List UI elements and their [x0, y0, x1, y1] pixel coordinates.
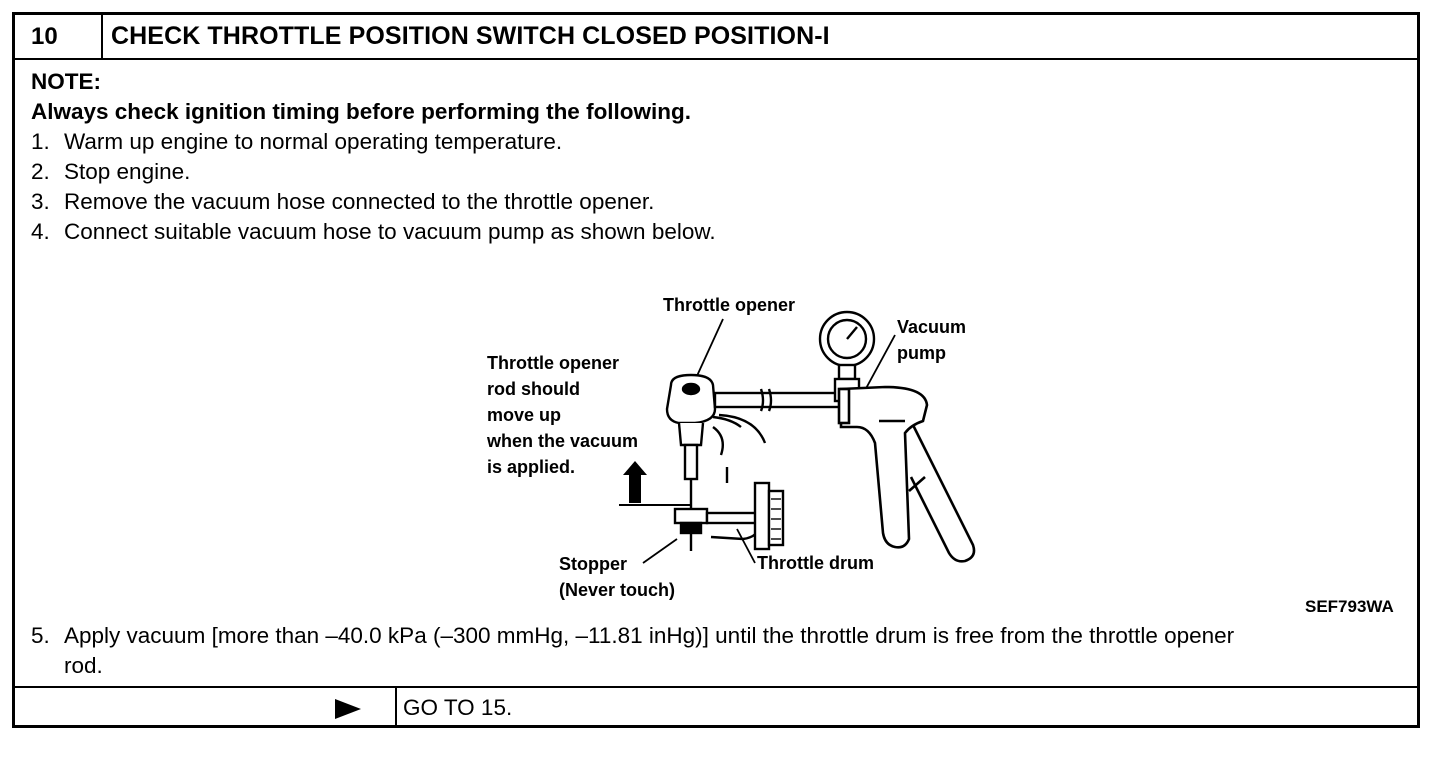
list-item-text: Connect suitable vacuum hose to vacuum p… [64, 219, 716, 244]
vacuum-hose [713, 388, 843, 412]
step-title: CHECK THROTTLE POSITION SWITCH CLOSED PO… [111, 22, 830, 50]
list-item-text: Remove the vacuum hose connected to the … [64, 189, 655, 214]
throttle-opener-diagram: Throttle opener Vacuum pump Throttle ope… [486, 295, 976, 600]
label-stopper: (Never touch) [559, 580, 675, 600]
note-label: NOTE: [31, 69, 101, 94]
label-rod-note: Throttle opener [487, 353, 619, 373]
label-rod-note: rod should [487, 379, 580, 399]
label-rod-note: is applied. [487, 457, 575, 477]
figure-reference-code: SEF793WA [1305, 597, 1394, 616]
list-item-number: 3. [31, 189, 50, 214]
list-item-continuation: rod. [64, 653, 103, 678]
step-header: 10 CHECK THROTTLE POSITION SWITCH CLOSED… [15, 15, 1417, 60]
list-item: 1. Warm up engine to normal operating tem… [31, 127, 562, 157]
throttle-drum-icon [673, 481, 785, 551]
list-item-text: Warm up engine to normal operating tempe… [64, 129, 563, 154]
list-item-number: 5. [31, 623, 50, 648]
label-vacuum-pump: Vacuum [897, 317, 966, 337]
step-number: 10 [15, 15, 103, 58]
list-item-number: 4. [31, 219, 50, 244]
label-throttle-opener: Throttle opener [663, 295, 795, 315]
procedure-table: 10 CHECK THROTTLE POSITION SWITCH CLOSED… [12, 12, 1420, 728]
list-item-number: 2. [31, 159, 50, 184]
list-item: 5. Apply vacuum [more than –40.0 kPa (–30… [31, 621, 1234, 651]
list-item: 4. Connect suitable vacuum hose to vacuum… [31, 217, 716, 247]
list-item-text: Stop engine. [64, 159, 191, 184]
list-item: 2. Stop engine. [31, 157, 190, 187]
footer-row: GO TO 15. [15, 686, 1417, 728]
list-item-number: 1. [31, 129, 50, 154]
label-rod-note: when the vacuum [486, 431, 638, 451]
up-arrow-icon [619, 461, 691, 506]
label-stopper: Stopper [559, 554, 627, 574]
goto-link[interactable]: GO TO 15. [403, 695, 513, 720]
label-throttle-drum: Throttle drum [757, 553, 874, 573]
footer-result-cell [15, 688, 397, 728]
label-vacuum-pump: pump [897, 343, 946, 363]
throttle-opener-icon [665, 373, 767, 509]
note-text: Always check ignition timing before perf… [31, 99, 692, 124]
vacuum-pump-icon [837, 385, 976, 563]
label-rod-note: move up [487, 405, 561, 425]
list-item: 3. Remove the vacuum hose connected to th… [31, 187, 654, 217]
right-triangle-arrow-icon [335, 699, 361, 719]
list-item-text: Apply vacuum [more than –40.0 kPa (–300 … [64, 623, 1235, 648]
